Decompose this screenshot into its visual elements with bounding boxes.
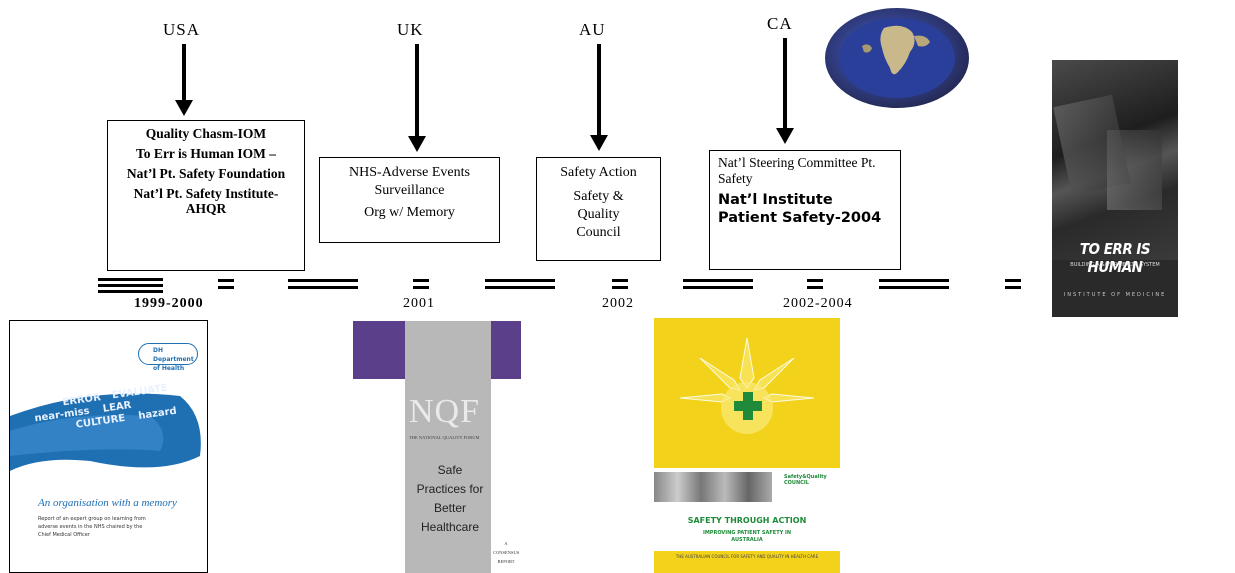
box-usa-line: Nat’l Pt. Safety Foundation — [126, 166, 286, 181]
cover-nqf-safe-practices: NQF THE NATIONAL QUALITY FORUM Safe Prac… — [353, 321, 521, 573]
year-label: 1999-2000 — [134, 296, 204, 311]
country-usa: USA — [163, 20, 201, 39]
cover-dh-title: An organisation with a memory — [38, 497, 177, 509]
cover-au-footer: THE AUSTRALIAN COUNCIL FOR SAFETY AND QU… — [675, 554, 819, 559]
year-label: 2002 — [602, 296, 634, 311]
cross-icon — [734, 392, 762, 420]
box-uk-line: Org w/ Memory — [364, 205, 455, 220]
box-uk: NHS-Adverse Events Surveillance Org w/ M… — [319, 157, 500, 243]
arrow-uk — [408, 44, 426, 152]
country-ca: CA — [767, 14, 793, 33]
photo-strip — [654, 472, 772, 502]
cover-iom-title: TO ERR IS HUMAN — [1079, 240, 1151, 276]
box-usa-line: To Err is Human IOM – — [136, 146, 276, 161]
cover-nqf-logo: NQF — [409, 393, 481, 430]
box-au: Safety Action Safety & Quality Council — [536, 157, 661, 261]
box-uk-line: NHS-Adverse Events Surveillance — [349, 165, 470, 198]
cover-safety-through-action: Safety&Quality COUNCIL SAFETY THROUGH AC… — [654, 318, 840, 573]
cover-iom-subtitle: BUILDING A SAFER HEALTH SYSTEM — [1070, 262, 1160, 268]
box-usa-line: Quality Chasm-IOM — [145, 126, 267, 141]
cover-nqf-title: Safe Practices for Better Healthcare — [416, 463, 484, 534]
cover-organisation-with-memory: DH Department of Health ERROR EVALUATE n… — [9, 320, 208, 573]
box-usa: Quality Chasm-IOM To Err is Human IOM – … — [107, 120, 305, 271]
dh-brand: DH Department of Health — [153, 347, 194, 372]
box-au-line: Safety & Quality Council — [573, 189, 624, 240]
arrow-au — [590, 44, 608, 151]
box-usa-line: Nat’l Pt. Safety Institute-AHQR — [133, 186, 279, 216]
cover-nqf-org: THE NATIONAL QUALITY FORUM — [409, 435, 480, 440]
cover-au-title: SAFETY THROUGH ACTION — [687, 516, 807, 525]
box-ca-line: Nat’l Institute Patient Safety-2004 — [718, 192, 882, 226]
country-uk: UK — [397, 20, 424, 39]
arrow-usa — [175, 44, 193, 116]
box-au-line: Safety Action — [560, 165, 637, 180]
dh-word: LEAR — [102, 399, 133, 415]
cover-nqf-tag: A CONSENSUS REPORT — [493, 541, 520, 564]
country-au: AU — [579, 20, 606, 39]
box-ca: Nat’l Steering Committee Pt. Safety Nat’… — [709, 150, 901, 270]
year-label: 2001 — [403, 296, 435, 311]
cover-dh-subtitle: Report of an expert group on learning fr… — [38, 516, 146, 538]
cover-iom-publisher: INSTITUTE OF MEDICINE — [1063, 292, 1167, 298]
year-label: 2002-2004 — [783, 296, 853, 311]
cover-to-err-is-human: TO ERR IS HUMAN BUILDING A SAFER HEALTH … — [1052, 60, 1178, 317]
arrow-ca — [776, 38, 794, 144]
globe-image — [822, 6, 972, 111]
box-ca-line: Nat’l Steering Committee Pt. Safety — [718, 155, 876, 186]
cover-au-brand: Safety&Quality COUNCIL — [784, 474, 827, 486]
cover-au-subtitle: IMPROVING PATIENT SAFETY IN AUSTRALIA — [702, 530, 792, 543]
dh-logo-icon: DH Department of Health — [138, 343, 198, 372]
